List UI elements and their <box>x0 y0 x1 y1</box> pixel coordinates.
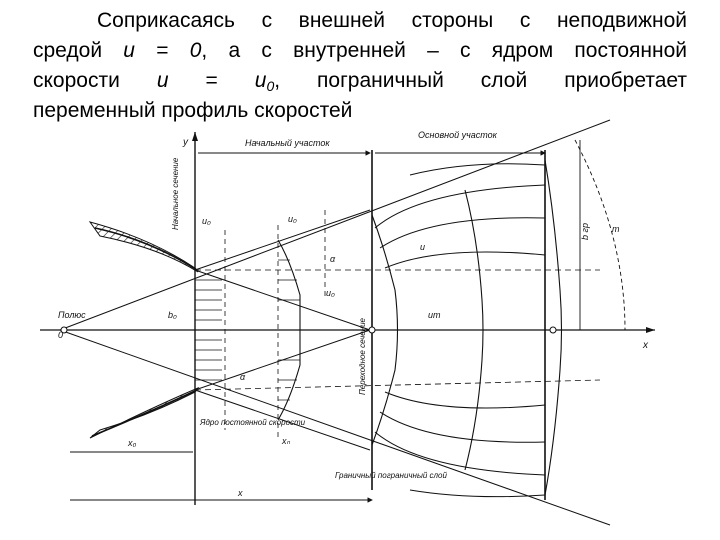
paragraph-line-3: скорости u = u0, пограничный слой приобр… <box>33 66 687 96</box>
paragraph-line-4: переменный профиль скоростей <box>33 96 687 126</box>
label-b0: b₀ <box>168 310 177 320</box>
profile-2-arrows <box>278 259 300 401</box>
variable-u0: u <box>254 69 267 92</box>
b-gr-arc <box>574 139 626 331</box>
subscript-zero: 0 <box>266 78 275 94</box>
transition-point <box>368 326 376 334</box>
label-b-gr: b гр <box>580 223 590 240</box>
label-x: x <box>642 340 649 351</box>
uniform-profile-arrows <box>195 279 222 381</box>
line3-equals: = <box>168 69 255 92</box>
upper-nozzle-wall <box>88 221 199 273</box>
line2-part-c: , а с внутренней – с ядром постоянной <box>201 39 687 62</box>
line3-part-b: , пограничный слой приобретает <box>274 69 688 92</box>
value-zero: 0 <box>189 39 202 62</box>
label-u0-profile: u₀ <box>326 288 335 298</box>
main-profile <box>544 159 563 496</box>
lower-outer-boundary <box>59 329 611 526</box>
label-main-section: Основной участок <box>418 130 498 140</box>
lower-nozzle-edge <box>91 389 198 437</box>
upper-mixing-boundary <box>194 209 371 271</box>
paragraph-line-2: средой u = 0, а с внутренней – с ядром п… <box>33 36 687 66</box>
upper-outer-boundary <box>59 119 611 331</box>
y-axis-arrow <box>192 132 198 141</box>
x-axis-arrow <box>646 327 655 333</box>
label-x0: x₀ <box>127 438 137 448</box>
main-point <box>549 326 557 334</box>
transition-profile <box>371 214 399 446</box>
label-initial-section: Начальный участок <box>245 138 330 148</box>
label-xn: xₙ <box>281 436 291 446</box>
line4-text: переменный профиль скоростей <box>33 99 353 122</box>
pole-point <box>60 326 68 334</box>
label-u: u <box>420 242 425 252</box>
line3-part-a: скорости <box>33 69 157 92</box>
label-um: um <box>428 310 441 320</box>
profile-2 <box>277 239 301 421</box>
label-alpha: α <box>330 254 336 264</box>
label-constant-velocity-core: Ядро постоянной скорости <box>199 418 306 427</box>
label-u0-mid: u₀ <box>288 214 297 224</box>
label-boundary-layer: Граничный пограничный слой <box>335 471 447 480</box>
label-u0-left: u₀ <box>202 216 211 226</box>
variable-u-2: u <box>156 69 169 92</box>
label-x-bottom: x <box>237 488 243 498</box>
line2-equals: = <box>134 39 190 62</box>
label-y: y <box>182 137 189 148</box>
label-m: m <box>612 224 620 234</box>
upper-nozzle-edge <box>94 227 198 271</box>
label-alpha2: α <box>240 372 246 382</box>
label-origin: 0 <box>58 330 63 340</box>
line2-part-a: средой <box>33 39 124 62</box>
paragraph-line-1: Соприкасаясь с внешней стороны с неподви… <box>33 6 687 36</box>
variable-u: u <box>123 39 135 62</box>
dashed-lower <box>194 379 601 391</box>
intro-paragraph: Соприкасаясь с внешней стороны с неподви… <box>33 6 687 126</box>
mid-profile <box>464 189 484 471</box>
streamlines <box>374 163 546 498</box>
lower-mixing-boundary <box>194 389 371 451</box>
line1-text: Соприкасаясь с внешней стороны с неподви… <box>97 9 687 32</box>
label-transition-section: Переходное сечение <box>358 317 367 395</box>
label-pole: Полюс <box>58 310 86 320</box>
label-initial-cross-section: Начальное сечение <box>171 157 180 230</box>
